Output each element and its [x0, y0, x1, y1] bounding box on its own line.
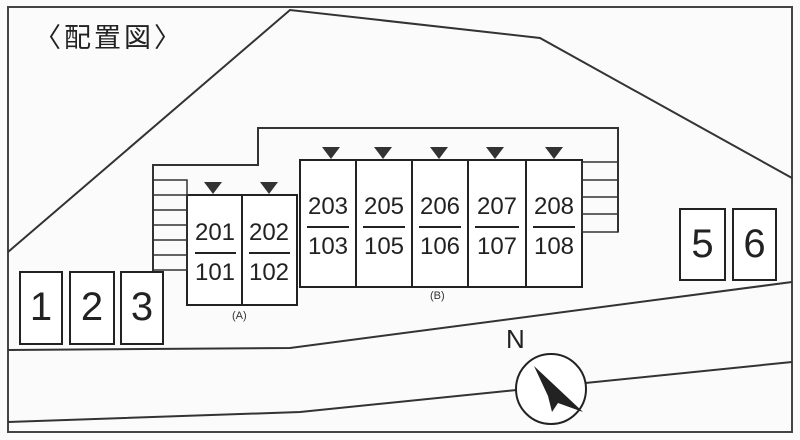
road-edge-north [7, 281, 793, 351]
unit-number-upper: 202 [248, 219, 290, 246]
unit-number-lower: 108 [533, 233, 575, 260]
parking-space-3 [120, 271, 164, 345]
unit-number-lower: 102 [248, 259, 290, 286]
parking-number-3: 3 [130, 285, 154, 329]
unit-number-lower: 105 [363, 233, 405, 260]
parking-space-1 [19, 271, 63, 345]
frame-border [7, 6, 793, 433]
parking-number-2: 2 [80, 285, 104, 329]
entrance-marker-202 [260, 182, 278, 194]
entrance-marker-201 [204, 182, 222, 194]
parking-space-6 [732, 208, 777, 281]
entrance-marker-206 [430, 147, 448, 159]
unit-number-lower: 106 [419, 233, 461, 260]
parking-number-1: 1 [29, 285, 53, 329]
unit-number-lower: 101 [194, 259, 236, 286]
entrance-marker-208 [545, 147, 563, 159]
unit-number-upper: 205 [363, 193, 405, 220]
compass-north-label: N [506, 324, 525, 354]
compass-icon [515, 353, 587, 425]
unit-number-upper: 208 [533, 193, 575, 220]
unit-number-lower: 107 [476, 233, 518, 260]
entrance-marker-205 [374, 147, 392, 159]
parking-number-6: 6 [743, 222, 766, 266]
parking-space-2 [69, 271, 115, 345]
unit-number-lower: 103 [307, 233, 349, 260]
parking-space-5 [679, 208, 726, 281]
road-edge-south [7, 361, 793, 423]
building-b [299, 159, 583, 288]
parking-number-5: 5 [691, 222, 714, 266]
entrance-marker-207 [486, 147, 504, 159]
building-b-label: (B) [430, 290, 445, 302]
unit-number-upper: 207 [476, 193, 518, 220]
unit-number-upper: 206 [419, 193, 461, 220]
unit-number-upper: 201 [194, 219, 236, 246]
page-title: 〈配置図〉 [34, 23, 184, 54]
property-boundary [7, 8, 793, 253]
building-a-label: (A) [232, 310, 247, 322]
unit-number-upper: 203 [307, 193, 349, 220]
entrance-marker-203 [322, 147, 340, 159]
